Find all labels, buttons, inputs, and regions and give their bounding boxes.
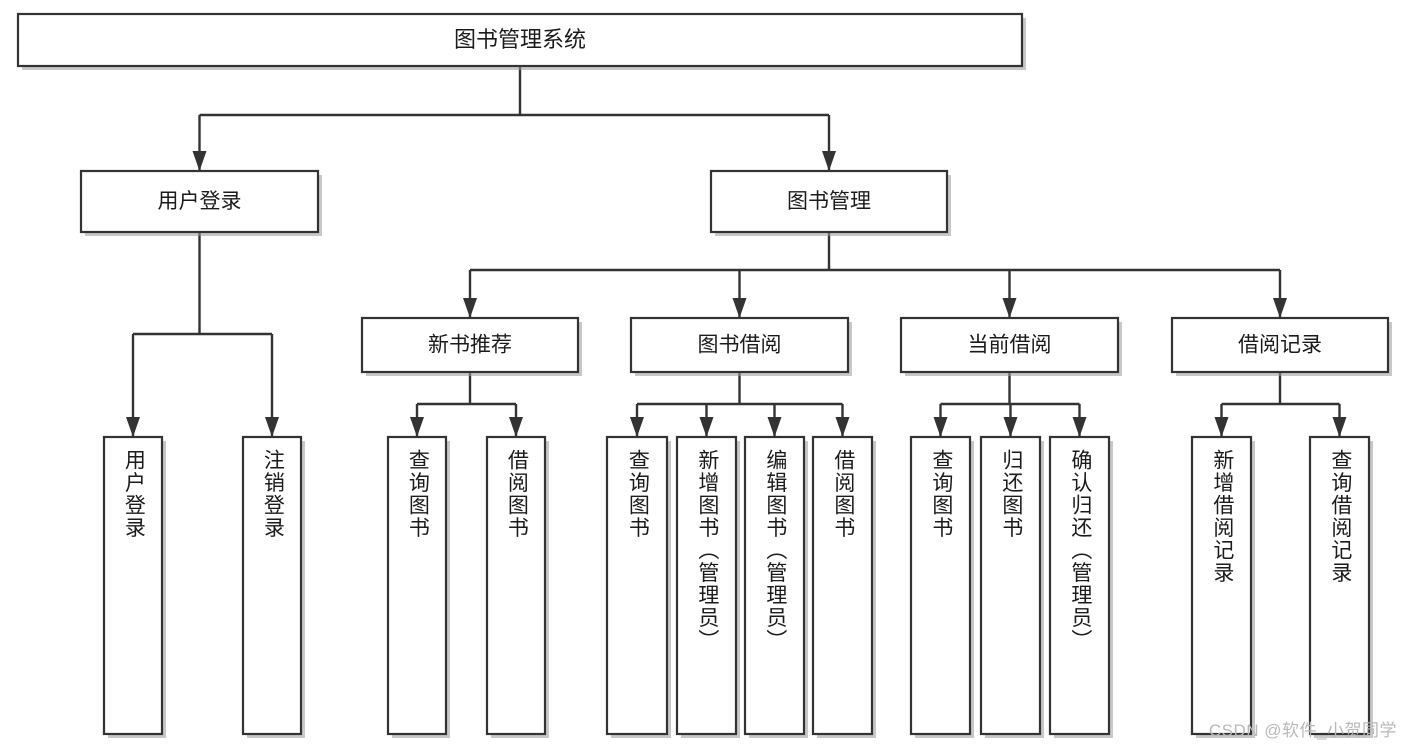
arrow-head-icon	[1273, 298, 1287, 318]
node-book-manage[interactable]	[709, 169, 949, 234]
arrow-head-icon	[933, 417, 948, 437]
node-borrow-record-label: 借阅记录	[1238, 334, 1322, 357]
node-leaf-borrow-book-2[interactable]	[811, 435, 874, 736]
node-leaf-logout-login[interactable]	[241, 435, 303, 736]
node-leaf-return-book[interactable]	[979, 435, 1042, 736]
arrow-head-icon	[1214, 417, 1229, 437]
node-new-book-recommend-label: 新书推荐	[428, 334, 512, 357]
arrow-head-icon	[1072, 417, 1087, 437]
arrow-head-icon	[192, 151, 207, 171]
arrow-head-icon	[126, 417, 140, 437]
node-current-borrow[interactable]	[899, 316, 1120, 374]
node-leaf-query-book-3[interactable]	[909, 435, 972, 736]
connector-layer	[126, 66, 1347, 437]
node-book-borrow[interactable]	[629, 316, 850, 374]
arrow-head-icon	[410, 417, 424, 437]
arrow-head-icon	[630, 417, 644, 437]
node-leaf-borrow-book-1[interactable]	[485, 435, 547, 736]
arrow-head-icon	[1332, 417, 1347, 437]
node-new-book-recommend[interactable]	[360, 316, 580, 374]
node-leaf-add-book-admin[interactable]	[675, 435, 738, 736]
arrow-head-icon	[822, 151, 836, 171]
arrow-head-icon	[509, 417, 523, 437]
node-borrow-record[interactable]	[1170, 316, 1390, 374]
arrow-head-icon	[1002, 298, 1017, 318]
node-leaf-confirm-return-admin[interactable]	[1048, 435, 1111, 736]
arrow-head-icon	[835, 417, 850, 437]
arrow-head-icon	[732, 298, 747, 318]
arrow-head-icon	[699, 417, 714, 437]
node-leaf-query-book-1[interactable]	[386, 435, 448, 736]
node-leaf-edit-book-admin[interactable]	[743, 435, 806, 736]
node-book-borrow-label: 图书借阅	[698, 334, 782, 357]
watermark: CSDN @软件_小贺同学	[1208, 721, 1397, 740]
node-root-label: 图书管理系统	[454, 27, 586, 52]
arrow-head-icon	[767, 417, 782, 437]
node-leaf-add-borrow-record[interactable]	[1190, 435, 1253, 736]
arrow-head-icon	[1003, 417, 1018, 437]
node-leaf-query-book-2[interactable]	[605, 435, 669, 736]
node-leaf-query-borrow-record[interactable]	[1308, 435, 1371, 736]
node-user-login-label: 用户登录	[158, 190, 242, 213]
node-root[interactable]	[16, 12, 1024, 68]
arrow-head-icon	[463, 298, 477, 318]
node-box-layer	[16, 12, 1392, 738]
node-book-manage-label: 图书管理	[787, 190, 871, 213]
node-user-login[interactable]	[79, 169, 320, 234]
node-current-borrow-label: 当前借阅	[968, 334, 1052, 357]
arrow-head-icon	[265, 417, 279, 437]
node-leaf-user-login[interactable]	[102, 435, 164, 736]
